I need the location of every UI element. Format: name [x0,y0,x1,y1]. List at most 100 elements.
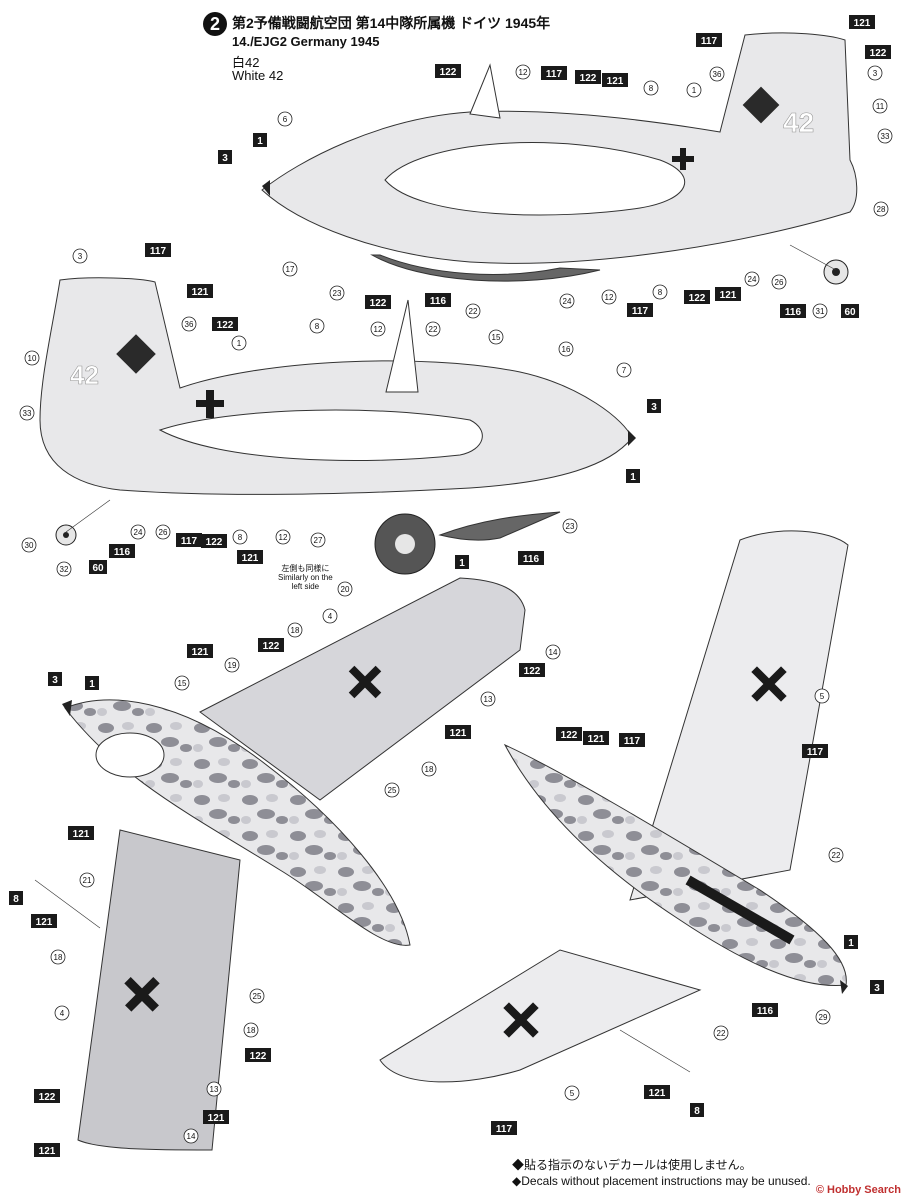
decal-callout-36: 36 [709,66,725,82]
decal-callout-25: 25 [249,988,265,1004]
svg-text:122: 122 [870,48,887,59]
svg-text:116: 116 [757,1006,774,1017]
svg-text:8: 8 [315,322,320,331]
decal-box-3: 3 [870,980,884,994]
decal-box-116: 116 [752,1003,778,1017]
svg-text:3: 3 [222,153,228,164]
decal-box-8: 8 [9,891,23,905]
side-view-right: 42 [261,32,858,285]
svg-text:22: 22 [717,1029,726,1038]
svg-text:121: 121 [39,1146,56,1157]
decal-callout-20: 20 [337,581,353,597]
svg-text:117: 117 [701,36,718,47]
svg-text:1: 1 [848,938,854,949]
svg-text:22: 22 [429,325,438,334]
decal-callout-6: 6 [277,111,293,127]
svg-text:121: 121 [720,290,737,301]
decal-box-122: 122 [865,45,891,59]
svg-text:18: 18 [247,1026,256,1035]
decal-box-116: 116 [425,293,451,307]
svg-text:116: 116 [523,554,540,565]
decal-callout-26: 26 [155,524,171,540]
decal-box-117: 117 [696,33,722,47]
svg-text:19: 19 [228,661,237,670]
svg-text:24: 24 [748,275,757,284]
svg-text:121: 121 [649,1088,666,1099]
svg-text:121: 121 [192,647,209,658]
svg-text:121: 121 [854,18,871,29]
svg-text:13: 13 [484,695,493,704]
svg-text:122: 122 [561,730,578,741]
svg-text:14: 14 [549,648,558,657]
decal-callout-22: 22 [425,321,441,337]
decal-box-122: 122 [258,638,284,652]
svg-text:10: 10 [28,354,37,363]
decal-box-121: 121 [203,1110,229,1124]
decal-callout-24: 24 [130,524,146,540]
svg-text:60: 60 [92,563,104,574]
decal-box-122: 122 [245,1048,271,1062]
svg-text:5: 5 [570,1089,575,1098]
svg-text:3: 3 [78,252,83,261]
decal-box-121: 121 [583,731,609,745]
unused-decals-note-en: ◆Decals without placement instructions m… [512,1174,811,1188]
decal-callout-22: 22 [465,303,481,319]
step-number-badge: 2 [203,12,227,36]
svg-text:122: 122 [440,67,457,78]
decal-callout-25: 25 [384,782,400,798]
svg-text:8: 8 [658,288,663,297]
svg-text:8: 8 [649,84,654,93]
svg-text:3: 3 [874,983,880,994]
decal-callout-5: 5 [564,1085,580,1101]
decal-box-1: 1 [844,935,858,949]
svg-text:12: 12 [605,293,614,302]
svg-text:116: 116 [430,296,447,307]
decal-callout-12: 12 [601,289,617,305]
svg-text:121: 121 [192,287,209,298]
side-note-en-2: left side [291,582,320,591]
svg-text:30: 30 [25,541,34,550]
side-note: 左側も同様に Similarly on the left side [278,564,333,591]
decal-callout-14: 14 [545,644,561,660]
svg-text:33: 33 [23,409,32,418]
side-note-en-1: Similarly on the [278,573,333,582]
decal-callout-1: 1 [231,335,247,351]
side-view-left: 42 [39,277,636,575]
watermark: © Hobby Search [815,1184,901,1196]
svg-text:60: 60 [844,307,856,318]
decal-box-121: 121 [445,725,471,739]
svg-text:28: 28 [877,205,886,214]
decal-callout-18: 18 [421,761,437,777]
decal-callout-5: 5 [814,688,830,704]
decal-callout-8: 8 [232,529,248,545]
decal-box-121: 121 [31,914,57,928]
decal-box-1: 1 [626,469,640,483]
decal-box-121: 121 [34,1143,60,1157]
svg-text:122: 122 [370,298,387,309]
svg-text:3: 3 [52,675,58,686]
svg-text:117: 117 [632,306,649,317]
scheme-code-jp: 白42 [232,55,260,70]
decal-box-116: 116 [780,304,806,318]
svg-text:13: 13 [210,1085,219,1094]
svg-text:8: 8 [238,533,243,542]
svg-text:122: 122 [580,73,597,84]
decal-callout-13: 13 [206,1081,222,1097]
decal-callout-15: 15 [488,329,504,345]
scheme-unit-en: 14./EJG2 Germany 1945 [232,34,380,49]
decal-box-121: 121 [68,826,94,840]
svg-text:117: 117 [181,536,198,547]
decal-box-117: 117 [541,66,567,80]
svg-text:7: 7 [622,366,627,375]
decal-box-122: 122 [575,70,601,84]
svg-text:117: 117 [150,246,167,257]
svg-text:25: 25 [253,992,262,1001]
decal-callout-18: 18 [50,949,66,965]
decal-box-117: 117 [627,303,653,317]
decal-callout-24: 24 [744,271,760,287]
svg-text:122: 122 [689,293,706,304]
svg-text:26: 26 [775,278,784,287]
decal-callout-3: 3 [72,248,88,264]
decal-box-122: 122 [365,295,391,309]
